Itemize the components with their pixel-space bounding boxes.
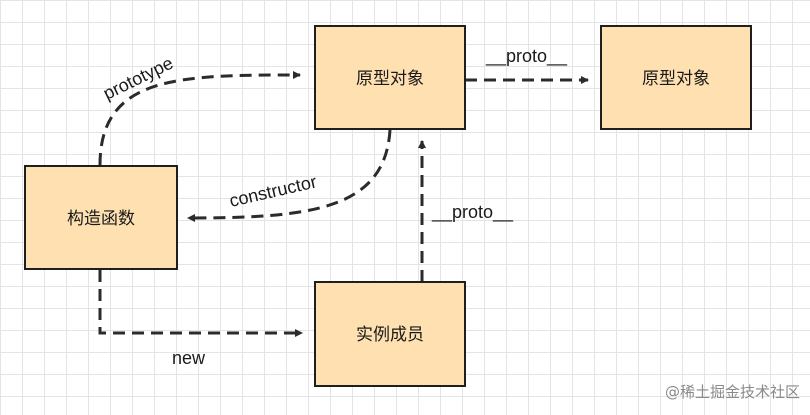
node-label-constructor-function: 构造函数 (67, 209, 135, 229)
edge-label-prototype: prototype (100, 53, 176, 104)
node-prototype-object-2: 原型对象 (600, 25, 752, 130)
edge-new: new (98, 270, 303, 368)
edge-label-proto-vertical: __proto__ (431, 202, 514, 223)
node-label-prototype-object-2: 原型对象 (642, 69, 710, 89)
node-label-instance-member: 实例成员 (356, 325, 424, 345)
edge-proto-vertical: __proto__ (418, 140, 514, 282)
edge-label-new: new (172, 348, 206, 368)
node-instance-member: 实例成员 (314, 281, 466, 387)
watermark-text: @稀土掘金技术社区 (665, 383, 800, 401)
edge-prototype: prototype (98, 53, 301, 166)
node-prototype-object-1: 原型对象 (314, 25, 466, 130)
edge-label-proto-top: __proto__ (485, 46, 568, 67)
edge-constructor: constructor (187, 129, 392, 222)
edge-proto-top: __proto__ (465, 46, 589, 84)
node-constructor-function: 构造函数 (24, 165, 178, 270)
edge-label-constructor: constructor (227, 171, 318, 211)
node-label-prototype-object-1: 原型对象 (356, 69, 424, 89)
